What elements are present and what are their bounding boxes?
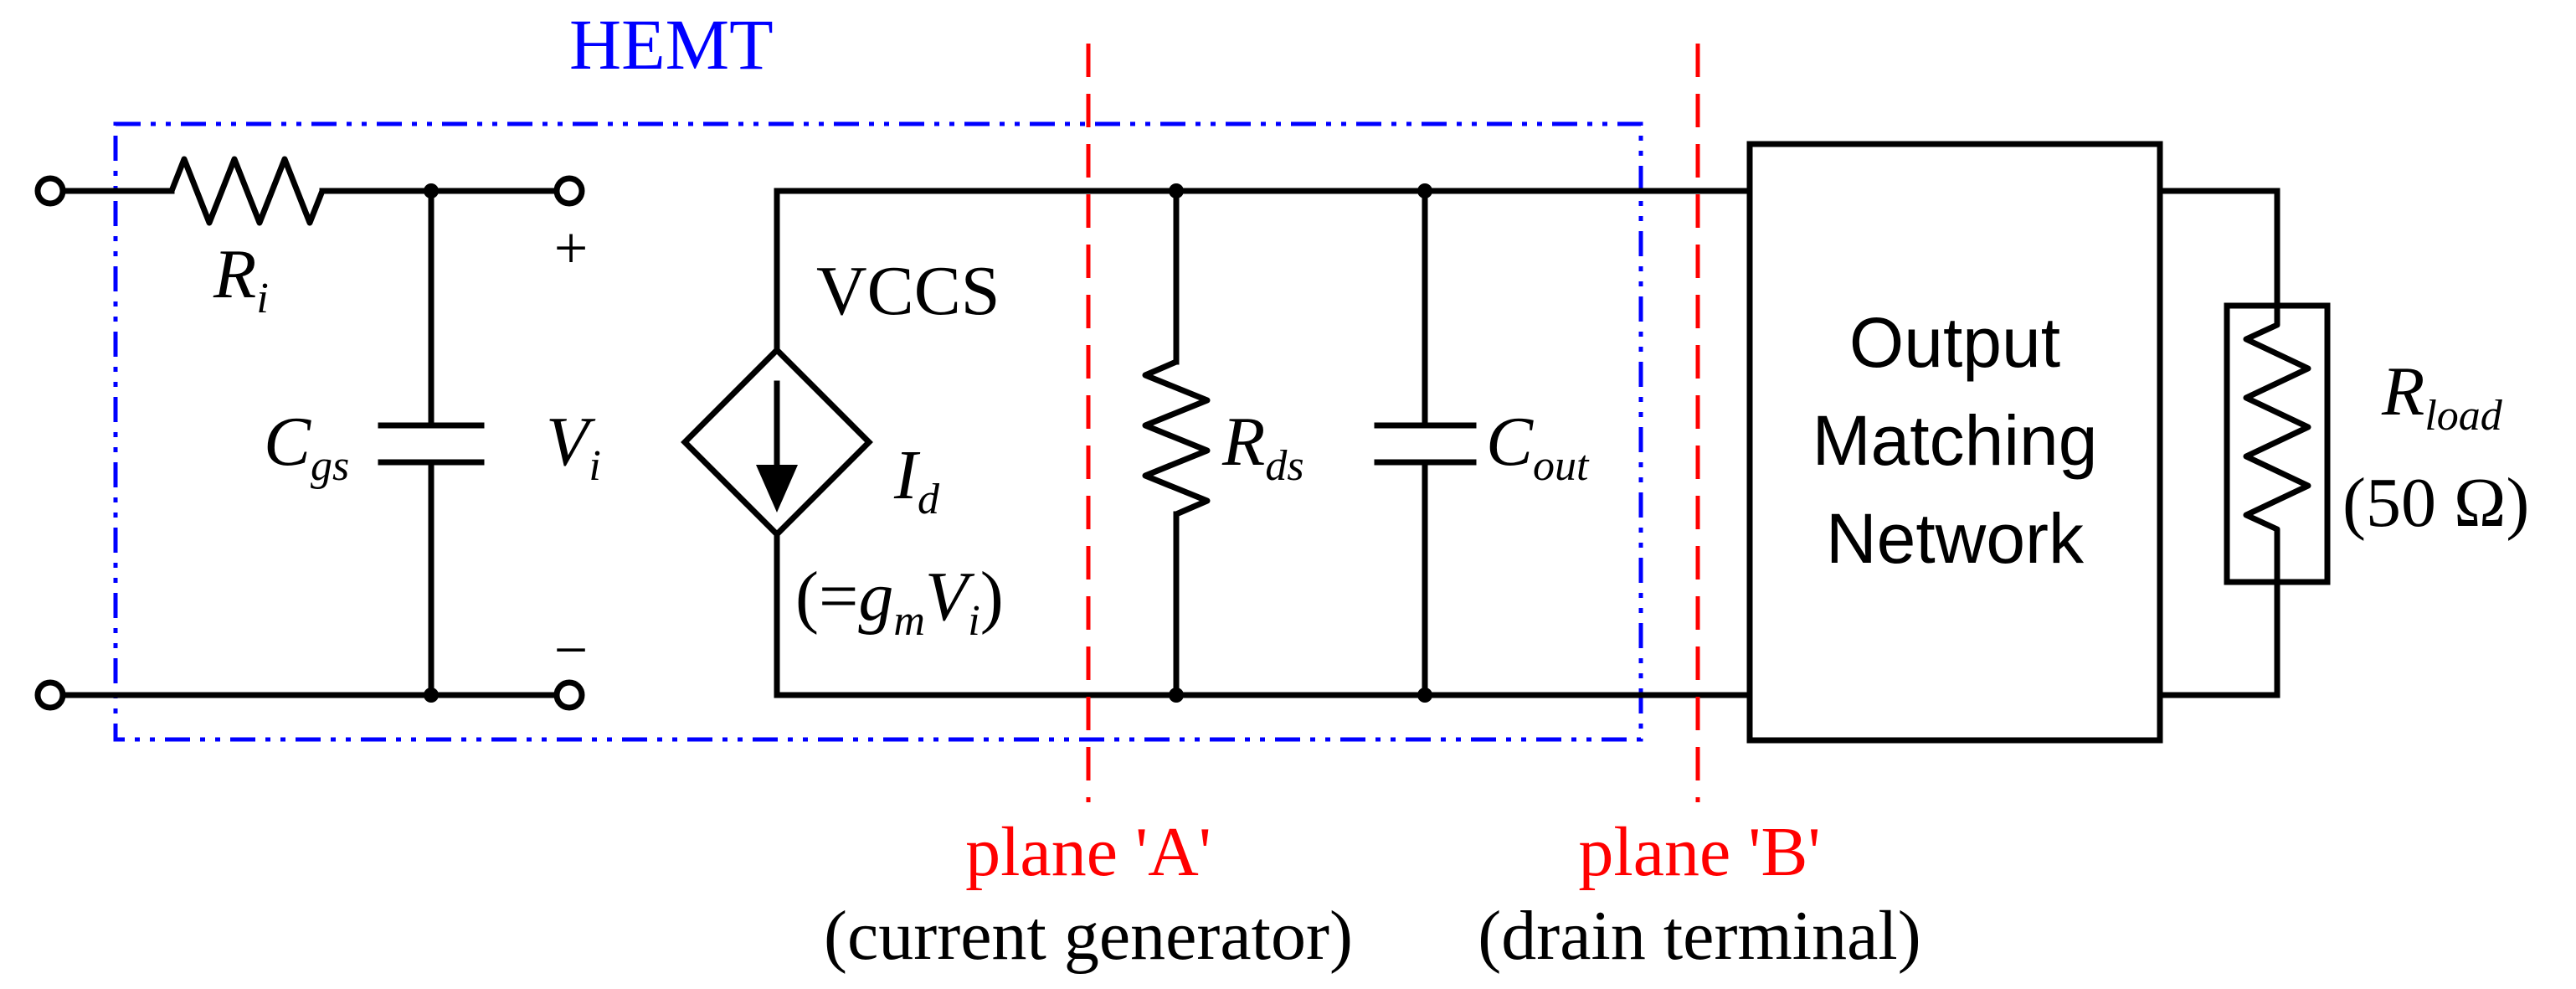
junction-dot xyxy=(1417,688,1432,703)
rload-resistor xyxy=(2243,302,2311,585)
vccs-arrow-head xyxy=(756,465,798,513)
junction-dot xyxy=(1169,688,1184,703)
output-matching-network-box xyxy=(1746,141,2163,744)
id-label: Id xyxy=(893,436,940,523)
vi-terminal-bottom xyxy=(553,679,585,711)
junction-dot xyxy=(1417,183,1432,198)
plus-sign: + xyxy=(554,214,589,281)
junction-dot xyxy=(1169,183,1184,198)
hemt-boundary-box xyxy=(113,121,1643,742)
omn-label-line3: Network xyxy=(1826,499,2085,578)
rds-label: Rds xyxy=(1221,403,1304,490)
plane-b-label: plane 'B' xyxy=(1578,813,1820,891)
junction-dot xyxy=(424,183,439,198)
junction-dot xyxy=(424,688,439,703)
rds-resistor xyxy=(1142,358,1211,518)
plane-a-desc: (current generator) xyxy=(824,897,1353,975)
cout-label: Cout xyxy=(1486,403,1590,490)
ri-resistor xyxy=(168,156,326,226)
minus-sign: − xyxy=(554,616,589,683)
rload-label: Rload xyxy=(2381,353,2503,440)
vccs-label: VCCS xyxy=(816,252,1000,330)
plane-b-desc: (drain terminal) xyxy=(1478,897,1920,975)
gm-expression: (=gmVi) xyxy=(795,558,1004,645)
plane-a-label: plane 'A' xyxy=(965,813,1211,891)
ri-label: Ri xyxy=(213,235,269,322)
vi-label: Vi xyxy=(546,403,601,490)
vi-terminal-top xyxy=(553,175,585,207)
rload-value: (50 Ω) xyxy=(2342,464,2529,542)
omn-label-line2: Matching xyxy=(1812,401,2098,480)
input-terminal-bottom xyxy=(34,679,66,711)
input-terminal-top xyxy=(34,175,66,207)
hemt-title: HEMT xyxy=(569,4,774,85)
cgs-label: Cgs xyxy=(264,403,349,490)
omn-label-line1: Output xyxy=(1849,303,2060,382)
